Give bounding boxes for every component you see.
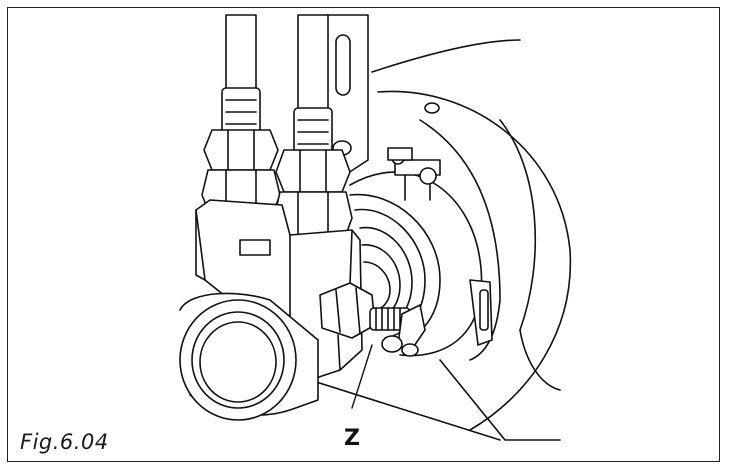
oil-hose-right — [273, 14, 353, 241]
figure-caption: Fig.6.04 — [20, 430, 109, 454]
housing-bolt — [424, 102, 440, 114]
oil-hose-left — [201, 14, 281, 216]
leader-line-z — [351, 344, 373, 409]
clamp — [387, 147, 441, 201]
callout-label-z: Z — [344, 426, 360, 451]
pressure-adjust-nut — [319, 282, 376, 339]
inlet-port — [179, 292, 319, 421]
adjustment-screw-z — [369, 304, 426, 357]
burner-housing — [309, 39, 572, 441]
